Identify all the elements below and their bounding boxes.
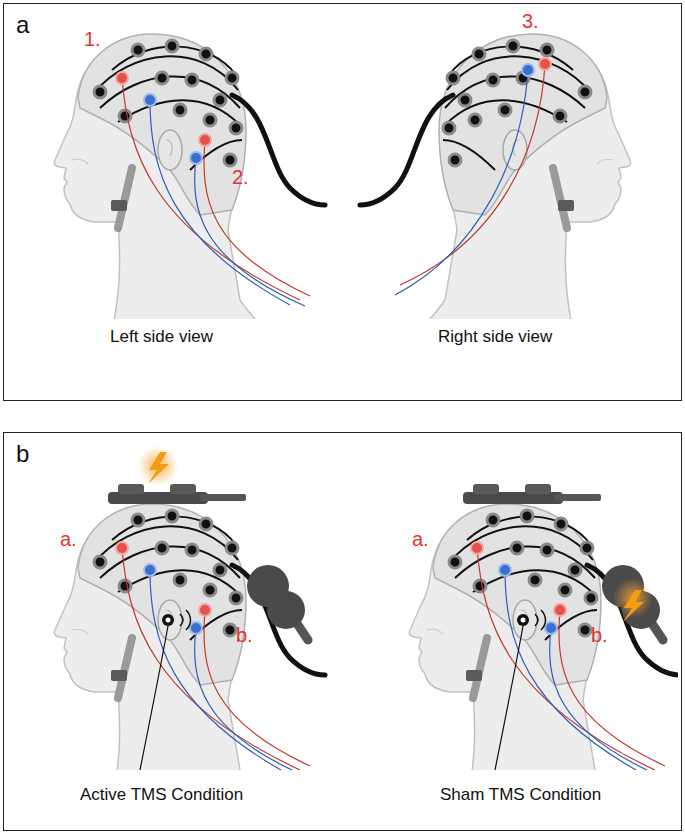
callout-letter: a. [60, 528, 77, 550]
callout-number: 3. [522, 10, 539, 32]
colored-electrodes-right [395, 58, 551, 295]
colored-electrodes [116, 72, 310, 306]
panel-letter: a [16, 12, 29, 38]
panel-frame: b [3, 432, 682, 831]
callout-number: 1. [84, 28, 101, 50]
panel-frame: a [3, 3, 682, 401]
callout-letter: b. [236, 624, 253, 646]
view-caption: Left side view [110, 328, 213, 347]
head-right-view [355, 34, 631, 319]
condition-caption: Sham TMS Condition [440, 786, 601, 805]
panel-letter: b [16, 441, 29, 467]
condition-caption: Active TMS Condition [80, 786, 243, 805]
callout-number: 2. [232, 166, 249, 188]
callout-letter: b. [591, 624, 608, 646]
callout-letter: a. [412, 528, 429, 550]
head-left-view [54, 34, 330, 319]
panel-b-heads [54, 446, 678, 770]
panel-a-heads [54, 34, 630, 319]
active-tms-head [54, 446, 330, 770]
sham-tms-head [409, 484, 678, 770]
view-caption: Right side view [438, 328, 552, 347]
